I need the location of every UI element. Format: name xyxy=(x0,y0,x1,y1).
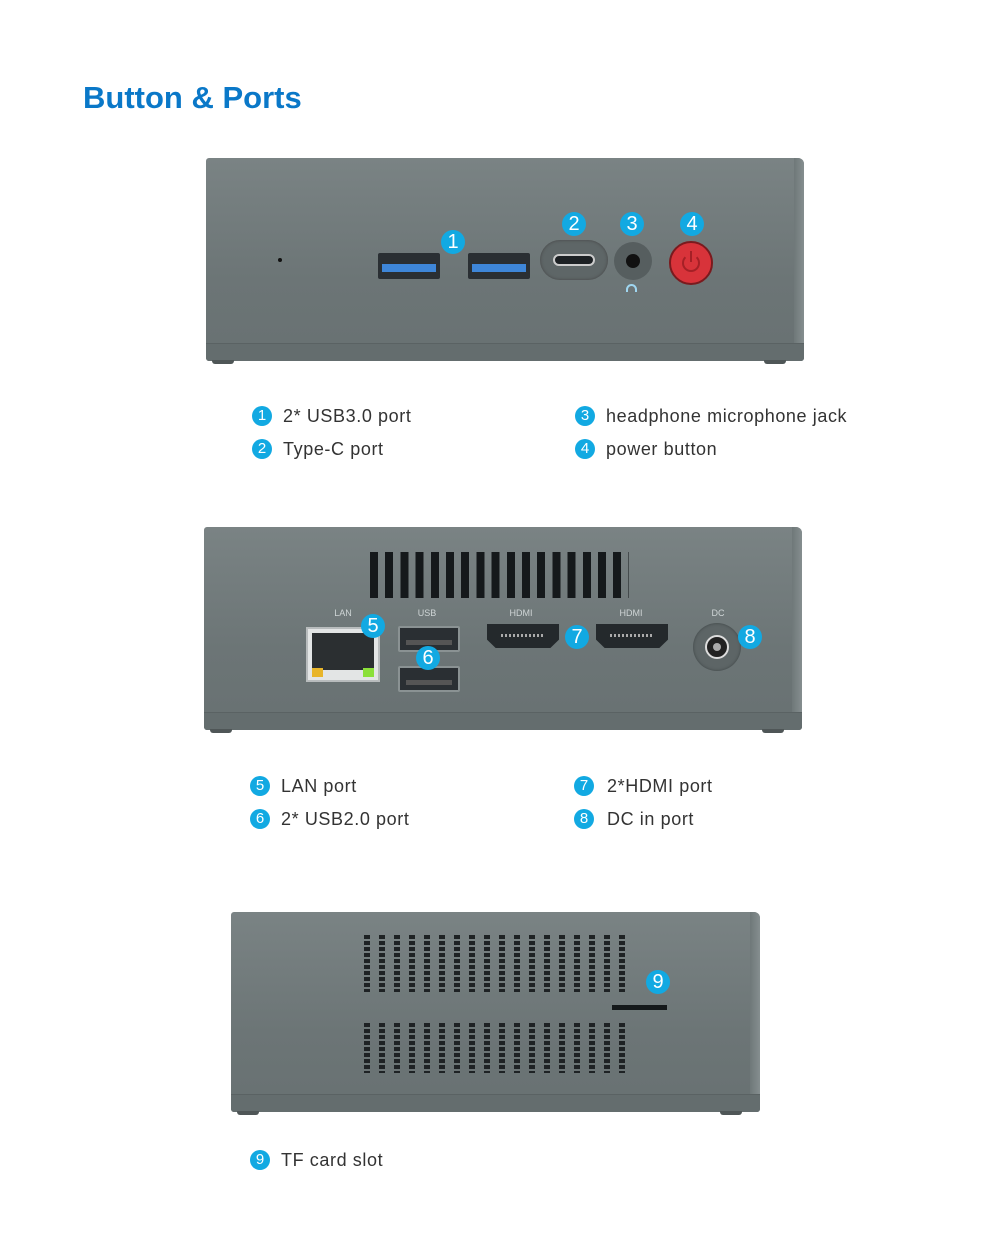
tf-card-slot xyxy=(612,1005,667,1010)
label-hdmi-1: HDMI xyxy=(509,608,533,618)
page-title: Button & Ports xyxy=(83,80,302,115)
legend-label: 2* USB3.0 port xyxy=(283,406,412,426)
device-front-view: 1 2 3 4 xyxy=(206,158,804,364)
legend-label: LAN port xyxy=(281,776,357,796)
legend-badge: 7 xyxy=(574,776,594,796)
label-lan: LAN xyxy=(334,608,352,618)
label-dc: DC xyxy=(711,608,725,618)
hdmi-port-2 xyxy=(596,624,668,648)
status-led xyxy=(278,258,282,262)
legend-badge: 5 xyxy=(250,776,270,796)
badge-4: 4 xyxy=(680,212,704,236)
label-hdmi-2: HDMI xyxy=(619,608,643,618)
lan-port xyxy=(306,627,380,682)
legend-label: TF card slot xyxy=(281,1150,384,1170)
badge-1: 1 xyxy=(441,230,465,254)
badge-3: 3 xyxy=(620,212,644,236)
legend-badge: 2 xyxy=(252,439,272,459)
legend-badge: 9 xyxy=(250,1150,270,1170)
legend-label: 2* USB2.0 port xyxy=(281,809,410,829)
legend-label: headphone microphone jack xyxy=(606,406,848,426)
badge-5: 5 xyxy=(361,614,385,638)
usb3-port-2 xyxy=(468,253,530,279)
badge-2: 2 xyxy=(562,212,586,236)
badge-9: 9 xyxy=(646,970,670,994)
label-usb: USB xyxy=(417,608,437,618)
audio-jack xyxy=(614,242,652,280)
vent-grille xyxy=(370,552,629,598)
legend-label: DC in port xyxy=(607,809,695,829)
headphone-icon xyxy=(626,284,637,292)
legend-label: power button xyxy=(606,439,718,459)
usb3-port-1 xyxy=(378,253,440,279)
legend-label: Type-C port xyxy=(283,439,384,459)
device-back-view: LAN USB HDMI HDMI DC 5 6 7 8 xyxy=(204,527,802,733)
vent-holes-top xyxy=(364,935,632,992)
vent-holes-bottom xyxy=(364,1023,632,1073)
legend-badge: 3 xyxy=(575,406,595,426)
badge-7: 7 xyxy=(565,625,589,649)
device-side-view: 9 xyxy=(231,912,760,1115)
usb2-port-2 xyxy=(398,666,460,692)
legend-badge: 8 xyxy=(574,809,594,829)
legend-badge: 4 xyxy=(575,439,595,459)
power-icon xyxy=(682,254,700,272)
legend-badge: 1 xyxy=(252,406,272,426)
power-button[interactable] xyxy=(669,241,713,285)
dc-jack xyxy=(693,623,741,671)
hdmi-port-1 xyxy=(487,624,559,648)
type-c-port xyxy=(540,240,608,280)
legend-label: 2*HDMI port xyxy=(607,776,713,796)
badge-8: 8 xyxy=(738,625,762,649)
badge-6: 6 xyxy=(416,646,440,670)
legend-badge: 6 xyxy=(250,809,270,829)
